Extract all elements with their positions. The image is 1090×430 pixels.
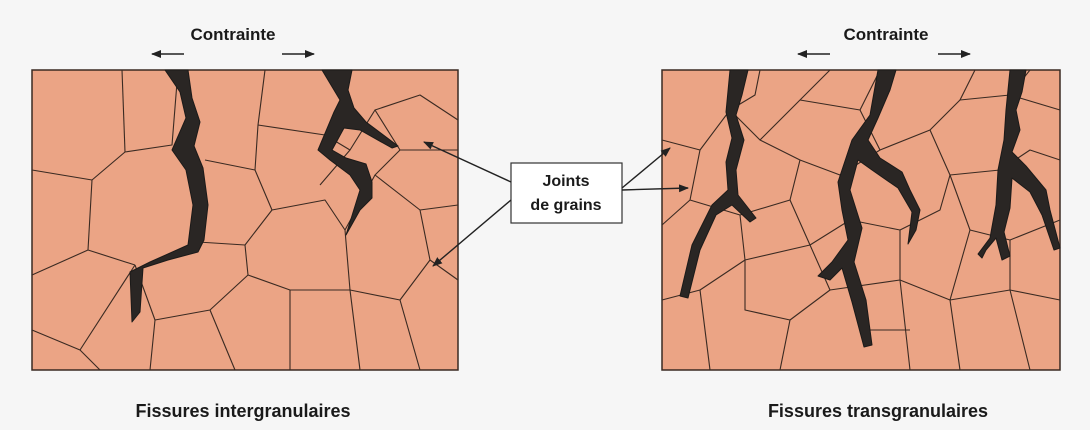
- intergranular-panel: [32, 70, 458, 370]
- transgranular-panel: [662, 70, 1060, 370]
- grain-boundary-label-line1: Joints: [542, 173, 589, 190]
- grain-boundary-label-line2: de grains: [530, 197, 601, 214]
- grain-boundary-callout: Joints de grains: [424, 142, 688, 266]
- caption-transgranular: Fissures transgranulaires: [768, 401, 988, 421]
- stress-label-left: Contrainte: [191, 25, 276, 44]
- stress-label-right: Contrainte: [844, 25, 929, 44]
- grain-boundary-label-box: [511, 163, 622, 223]
- caption-intergranular: Fissures intergranulaires: [135, 401, 350, 421]
